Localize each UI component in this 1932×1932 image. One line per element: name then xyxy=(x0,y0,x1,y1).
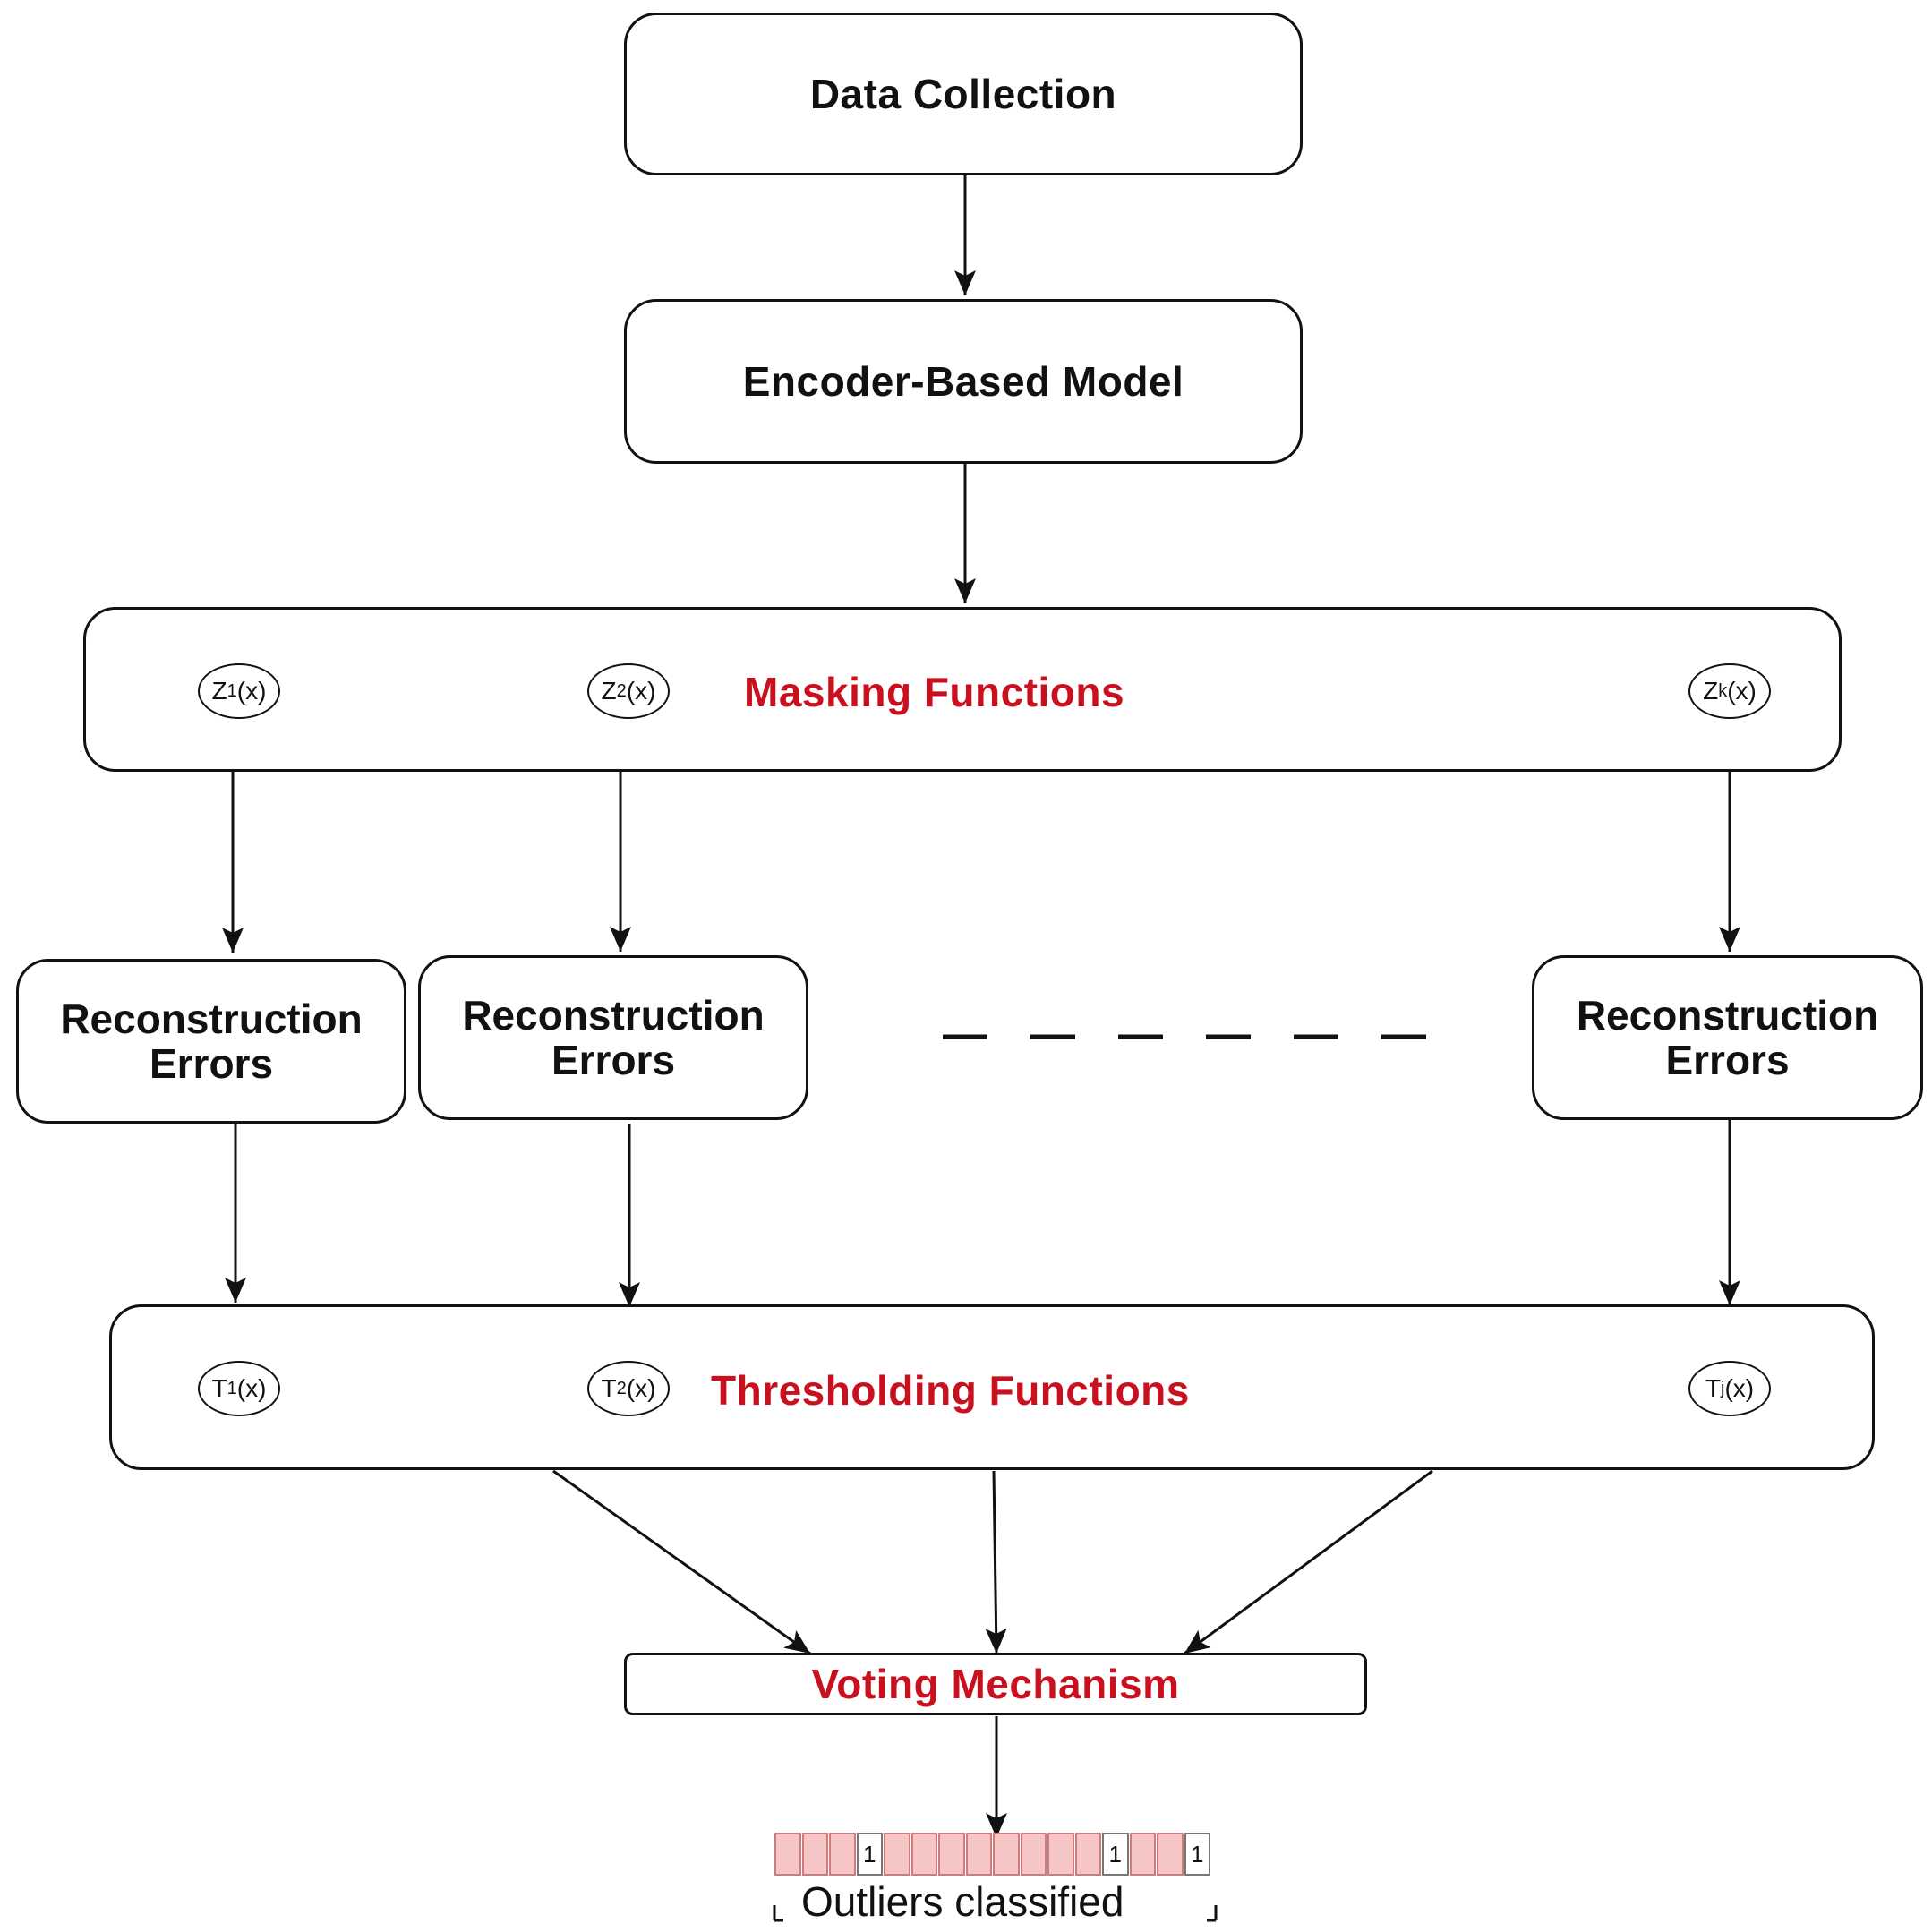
zk-sub: k xyxy=(1718,680,1728,701)
outlier-cell xyxy=(910,1833,937,1876)
outlier-cell xyxy=(884,1833,910,1876)
t2-sub: 2 xyxy=(616,1378,627,1398)
reconstruction-label-line2: Errors xyxy=(551,1037,676,1083)
voting-mechanism-node: Voting Mechanism xyxy=(624,1653,1367,1715)
t2-base: T xyxy=(601,1374,617,1402)
encoder-model-label: Encoder-Based Model xyxy=(742,358,1184,405)
z2-arg: (x) xyxy=(626,677,656,705)
z1-base: Z xyxy=(211,677,227,705)
outlier-cell: 1 xyxy=(1184,1833,1210,1876)
outlier-cell: 1 xyxy=(1102,1833,1129,1876)
t2-arg: (x) xyxy=(626,1374,656,1402)
outlier-cell xyxy=(1047,1833,1074,1876)
voting-mechanism-label: Voting Mechanism xyxy=(811,1661,1180,1707)
outlier-cell xyxy=(993,1833,1020,1876)
outlier-cell xyxy=(1020,1833,1047,1876)
reconstruction-label-line2: Errors xyxy=(1665,1037,1790,1083)
zk-base: Z xyxy=(1703,677,1719,705)
arrow-threshold-left-to-voting xyxy=(552,1469,811,1655)
reconstruction-label-line1: Reconstruction xyxy=(462,992,765,1039)
zk-arg: (x) xyxy=(1727,677,1757,705)
z1-arg: (x) xyxy=(236,677,267,705)
caption-bracket xyxy=(773,1905,1218,1922)
t1-sub: 1 xyxy=(227,1378,237,1398)
outlier-vector: 1 1 1 xyxy=(774,1833,1211,1877)
z2-base: Z xyxy=(601,677,617,705)
tj-sub: j xyxy=(1721,1378,1725,1398)
reconstruction-label-line2: Errors xyxy=(149,1040,274,1087)
outlier-cell xyxy=(938,1833,965,1876)
z2-sub: 2 xyxy=(616,680,627,701)
data-collection-node: Data Collection xyxy=(624,13,1303,175)
reconstruction-errors-node-1: Reconstruction Errors xyxy=(16,959,406,1124)
outlier-cell xyxy=(829,1833,856,1876)
outliers-caption: Outliers classified xyxy=(801,1878,1124,1925)
arrow-threshold-mid-to-voting xyxy=(985,1470,1007,1654)
t1-arg: (x) xyxy=(236,1374,267,1402)
arrow-threshold-right-to-voting xyxy=(1184,1469,1433,1655)
data-collection-label: Data Collection xyxy=(809,71,1117,117)
reconstruction-errors-node-k: Reconstruction Errors xyxy=(1532,955,1923,1120)
outlier-cell xyxy=(1129,1833,1156,1876)
reconstruction-label-line1: Reconstruction xyxy=(1576,992,1879,1039)
outlier-cell xyxy=(1074,1833,1101,1876)
masking-functions-label: Masking Functions xyxy=(744,669,1125,715)
outlier-cell xyxy=(801,1833,828,1876)
outlier-cell xyxy=(1157,1833,1184,1876)
tj-arg: (x) xyxy=(1724,1374,1755,1402)
t1-base: T xyxy=(211,1374,227,1402)
outlier-cell xyxy=(965,1833,992,1876)
reconstruction-label-line1: Reconstruction xyxy=(60,996,363,1042)
tj-base: T xyxy=(1705,1374,1721,1402)
thresholding-functions-node: Thresholding Functions xyxy=(109,1304,1875,1470)
outlier-cell xyxy=(774,1833,801,1876)
z1-sub: 1 xyxy=(227,680,237,701)
encoder-model-node: Encoder-Based Model xyxy=(624,299,1303,464)
reconstruction-errors-node-2: Reconstruction Errors xyxy=(418,955,808,1120)
outlier-cell: 1 xyxy=(856,1833,883,1876)
thresholding-functions-label: Thresholding Functions xyxy=(711,1367,1190,1414)
masking-functions-node: Masking Functions xyxy=(83,607,1842,772)
